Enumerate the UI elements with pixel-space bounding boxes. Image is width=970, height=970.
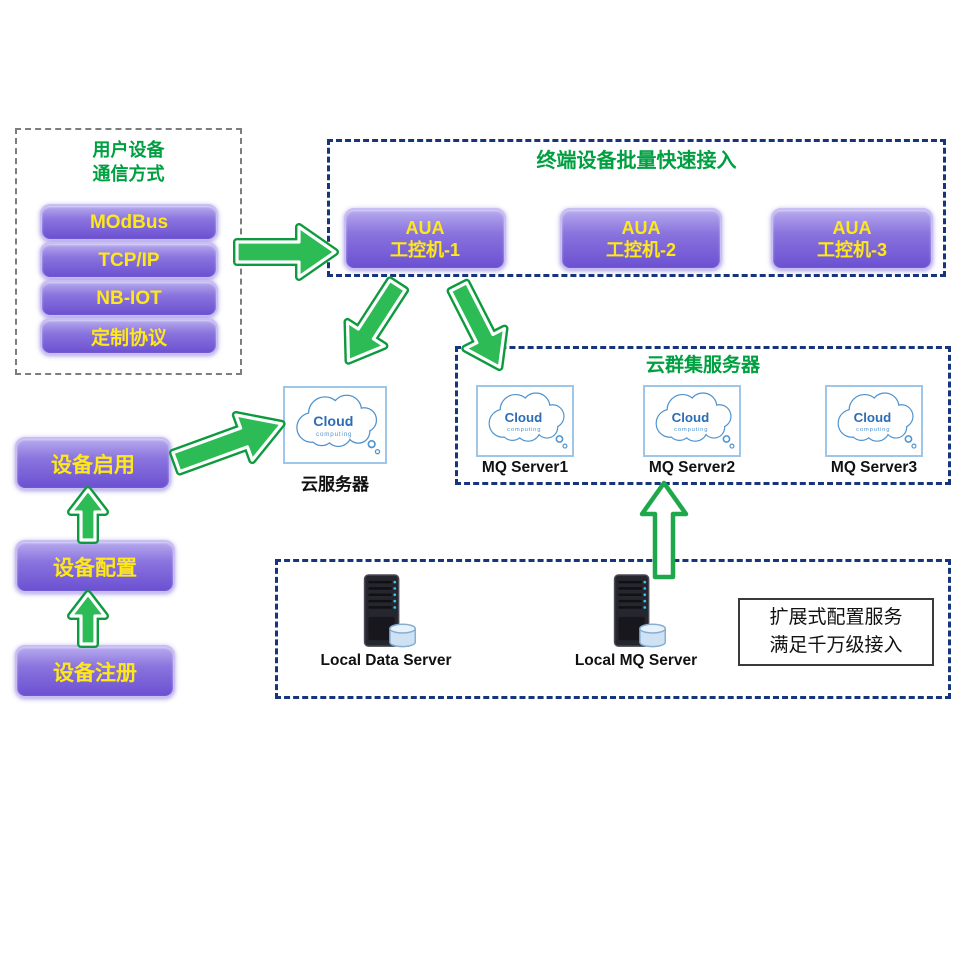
- terminal-access-panel: 终端设备批量快速接入 AUA 工控机-1 AUA 工控机-2 AUA 工控机-3: [327, 139, 946, 277]
- local-data-server-text: Local Data Server: [320, 652, 452, 669]
- device-step-register: 设备注册: [15, 645, 175, 698]
- terminal-access-title: 终端设备批量快速接入: [536, 150, 737, 172]
- local-mq-server-group: Local MQ Server: [546, 574, 726, 670]
- user-device-panel-title: 用户设备 通信方式: [17, 138, 240, 187]
- scalability-note-line2: 满足千万级接入: [769, 635, 903, 656]
- mq-server-1-label: MQ Server1: [476, 459, 574, 477]
- aua-node-2-line2: 工控机-2: [605, 240, 676, 260]
- arrow-localmq-to-mqserver2: [639, 480, 689, 580]
- mq-server-3-text: MQ Server3: [830, 459, 918, 476]
- cloud-server-group: 云服务器: [283, 386, 387, 495]
- cloud-cluster-panel: 云群集服务器 MQ Server1 MQ Server2 MQ Server3: [455, 346, 951, 485]
- cloud-cluster-title: 云群集服务器: [645, 355, 760, 376]
- device-step-enable: 设备启用: [15, 437, 171, 490]
- cloud-server-label: 云服务器: [283, 470, 387, 495]
- scalability-note-box: 扩展式配置服务 满足千万级接入: [738, 598, 934, 666]
- protocol-pill-label: TCP/IP: [98, 249, 160, 271]
- mq-server-3-label: MQ Server3: [825, 459, 923, 477]
- device-step-configure-label: 设备配置: [53, 556, 137, 580]
- aua-node-2: AUA 工控机-2: [560, 208, 722, 270]
- user-device-title-line2: 通信方式: [92, 164, 165, 185]
- arrow-aua1-to-cloud-server: [343, 276, 410, 365]
- device-step-configure: 设备配置: [15, 540, 175, 593]
- aua-node-2-line1: AUA: [621, 217, 661, 238]
- device-step-register-label: 设备注册: [53, 661, 137, 685]
- mq-server-2-label: MQ Server2: [643, 459, 741, 477]
- mq-server-group-2: MQ Server2: [643, 385, 741, 477]
- scalability-note-line1: 扩展式配置服务: [769, 606, 903, 628]
- arrow-protocols-to-aua1: [233, 223, 339, 281]
- protocol-pill-custom: 定制协议: [40, 318, 218, 355]
- aua-node-3-line1: AUA: [832, 217, 872, 238]
- protocol-pill-nbiot: NB-IOT: [40, 280, 218, 317]
- local-mq-server-label: Local MQ Server: [575, 652, 697, 670]
- local-servers-panel: Local Data Server Local MQ Server 扩展式配置服…: [275, 559, 951, 699]
- local-data-server-label: Local Data Server: [321, 652, 452, 670]
- protocol-pill-label: 定制协议: [90, 328, 167, 349]
- local-data-server-group: Local Data Server: [306, 574, 466, 670]
- server-tower-icon: [613, 574, 666, 648]
- local-mq-server-text: Local MQ Server: [574, 652, 698, 669]
- cloud-icon: [825, 385, 923, 457]
- arrow-enable-to-cloud-server: [168, 410, 286, 476]
- aua-node-3-line2: 工控机-3: [816, 240, 887, 260]
- device-step-enable-label: 设备启用: [51, 453, 135, 477]
- arrow-aua1-to-cluster: [446, 278, 509, 372]
- aua-node-1-line2: 工控机-1: [389, 240, 460, 260]
- aua-node-3: AUA 工控机-3: [771, 208, 933, 270]
- user-device-title-line1: 用户设备: [92, 140, 165, 160]
- user-device-panel: 用户设备 通信方式 MOdBus TCP/IP NB-IOT 定制协议: [15, 128, 242, 375]
- mq-server-group-3: MQ Server3: [825, 385, 923, 477]
- protocol-pill-modbus: MOdBus: [40, 204, 218, 241]
- arrow-configure-to-enable: [67, 486, 109, 544]
- aua-node-1: AUA 工控机-1: [344, 208, 506, 270]
- protocol-pill-label: MOdBus: [89, 211, 169, 233]
- cloud-icon: [283, 386, 387, 464]
- mq-server-group-1: MQ Server1: [476, 385, 574, 477]
- protocol-pill-tcpip: TCP/IP: [40, 242, 218, 279]
- mq-server-2-text: MQ Server2: [648, 459, 736, 476]
- arrow-register-to-configure: [67, 590, 109, 648]
- protocol-pill-label: NB-IOT: [96, 287, 162, 309]
- aua-node-1-line1: AUA: [405, 217, 445, 238]
- server-tower-icon: [363, 574, 416, 648]
- cloud-icon: [476, 385, 574, 457]
- cloud-icon: [643, 385, 741, 457]
- cloud-server-text: 云服务器: [301, 475, 369, 494]
- mq-server-1-text: MQ Server1: [481, 459, 569, 476]
